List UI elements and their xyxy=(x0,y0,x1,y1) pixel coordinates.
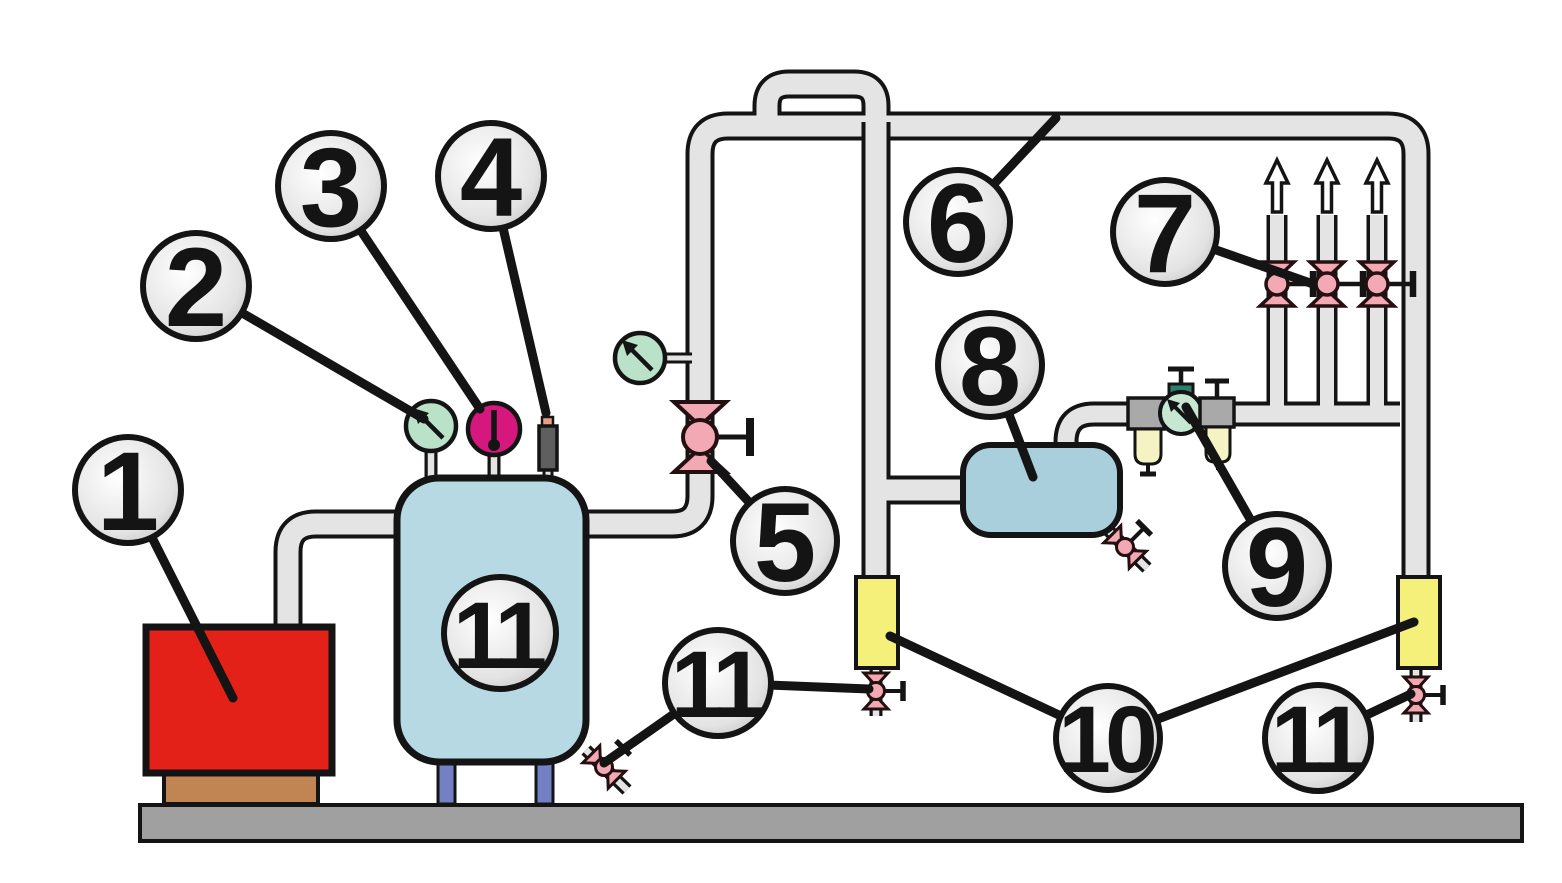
callout-4-label: 4 xyxy=(460,115,522,240)
callout-9-label: 9 xyxy=(1246,505,1308,630)
callout-11-right: 11 xyxy=(1262,682,1374,794)
callout-7-label: 7 xyxy=(1134,171,1196,296)
callout-1-label: 1 xyxy=(97,429,159,554)
callout-6-label: 6 xyxy=(927,161,989,286)
floor xyxy=(138,803,1524,843)
pipe-compressor-to-tank xyxy=(277,513,400,632)
small-air-tank xyxy=(960,442,1123,538)
callout-10: 10 xyxy=(1053,683,1163,793)
callout-5: 5 xyxy=(730,480,840,605)
callout-3-label: 3 xyxy=(300,125,362,250)
callout-7: 7 xyxy=(1110,171,1220,296)
pipe-main-run xyxy=(583,115,1427,578)
callout-8: 8 xyxy=(935,304,1045,429)
callout-4: 4 xyxy=(435,115,547,240)
callout-2-label: 2 xyxy=(165,225,227,350)
thermometer-gauge-icon xyxy=(465,400,523,458)
callout-3: 3 xyxy=(275,125,387,250)
callout-11-mid-label: 11 xyxy=(671,632,764,738)
callout-11-tank-label: 11 xyxy=(453,583,546,689)
callout-10-label: 10 xyxy=(1058,687,1154,793)
exhaust-arrow-icon xyxy=(1264,158,1290,214)
safety-valve-icon xyxy=(537,415,559,472)
exhaust-arrow-icon xyxy=(1364,158,1390,214)
riser-pressure-gauge-icon xyxy=(612,330,668,386)
compressor-base xyxy=(162,770,320,806)
callout-9: 9 xyxy=(1222,505,1332,630)
pipe-bridge-top xyxy=(756,73,887,130)
callouts: 1 2 3 4 5 6 7 8 xyxy=(72,115,1374,794)
compressor xyxy=(142,623,336,777)
callout-2: 2 xyxy=(140,225,252,350)
filter-bowl xyxy=(1133,427,1163,466)
callout-1: 1 xyxy=(72,429,184,554)
exhaust-arrow-icon xyxy=(1314,158,1340,214)
callout-11-tank: 11 xyxy=(441,574,559,692)
callout-6: 6 xyxy=(903,161,1013,286)
callout-5-label: 5 xyxy=(754,480,816,605)
pipe-manifold xyxy=(1057,405,1400,451)
pipe-compressor-to-tank-outline xyxy=(273,509,400,632)
lubricator-block xyxy=(1198,396,1236,429)
outlet-valve-2 xyxy=(1310,262,1363,306)
piping-network xyxy=(273,69,1431,795)
callout-11-right-label: 11 xyxy=(1271,687,1364,793)
water-trap-left xyxy=(854,575,900,670)
callout-11-mid: 11 xyxy=(662,627,774,739)
callout-8-label: 8 xyxy=(959,304,1021,429)
